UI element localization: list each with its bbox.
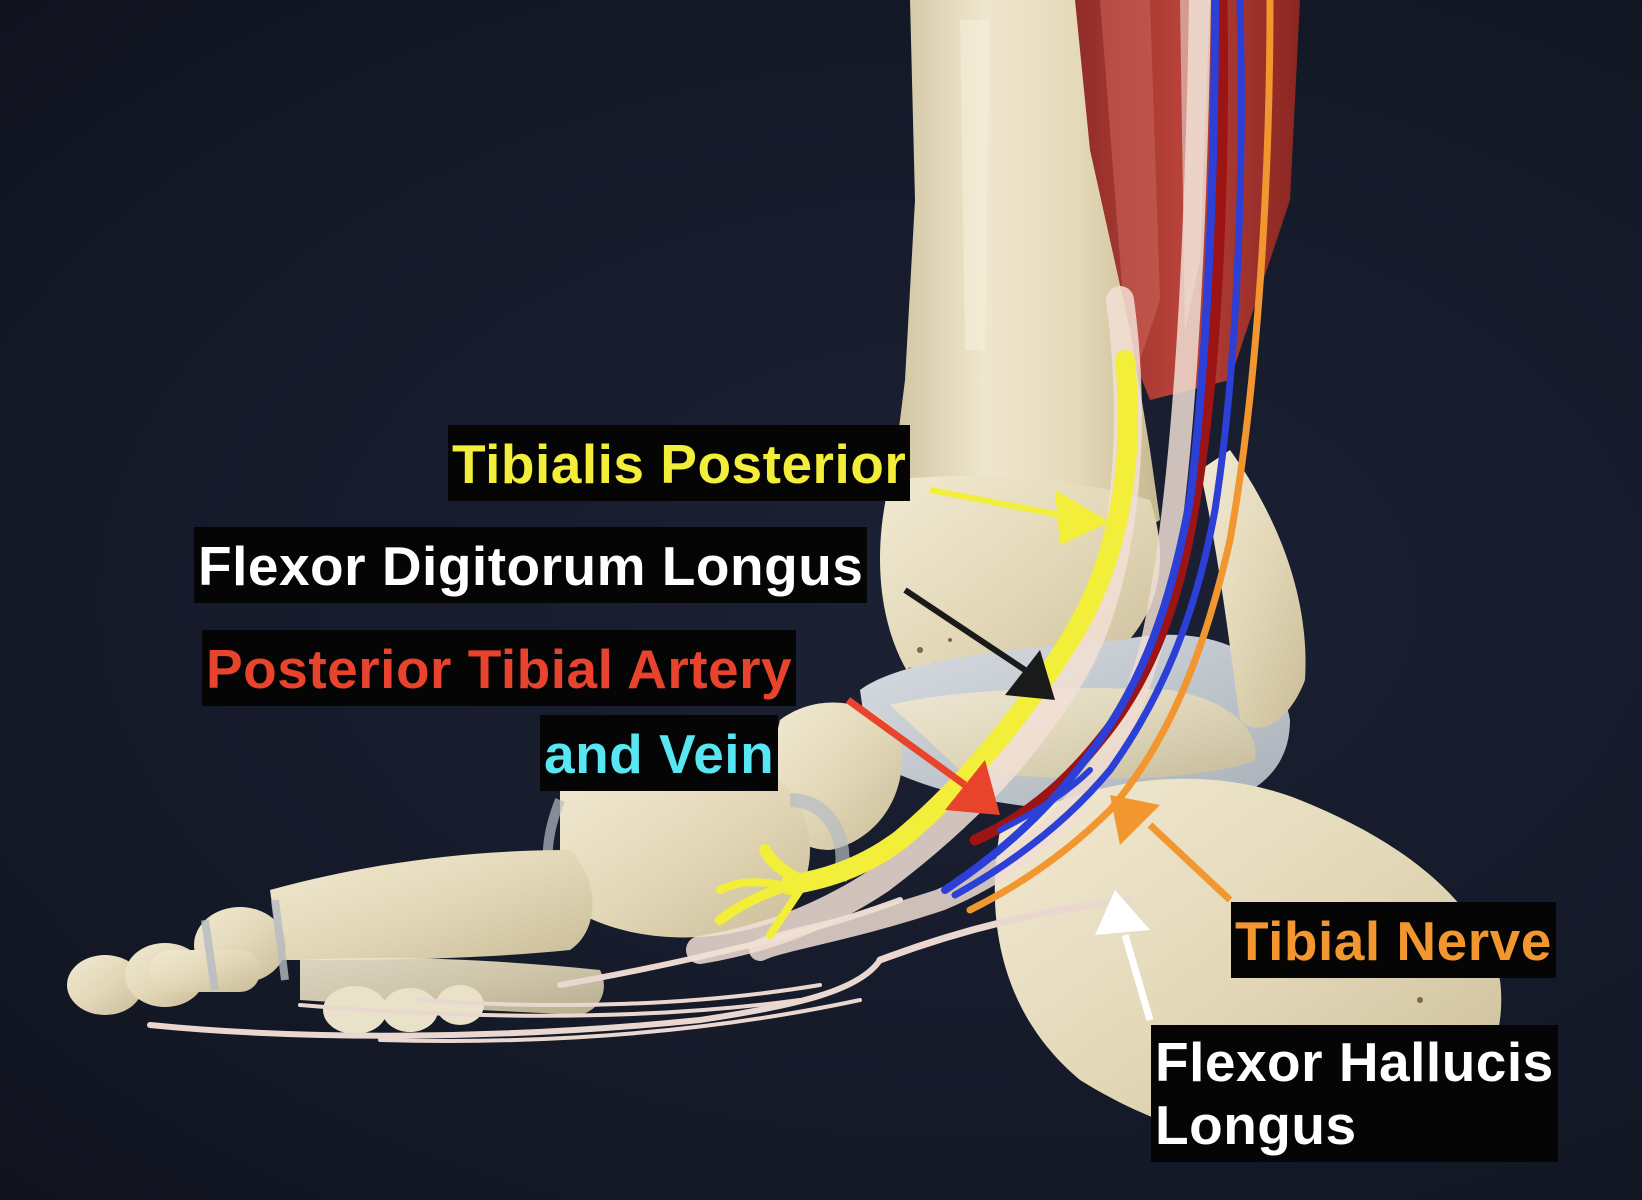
fibula-region [1200, 450, 1306, 728]
posterior-tibial-artery-arrow [845, 697, 1000, 815]
posterior-tibial-artery-label: Posterior Tibial Artery [202, 630, 797, 706]
tibialis-posterior-label: Tibialis Posterior [448, 425, 911, 501]
midfoot-bones [542, 702, 902, 938]
flexor-hallucis-longus-label-line2: Longus [1155, 1094, 1357, 1157]
tibialis-posterior-tendon [715, 350, 1138, 939]
tibialis-posterior-arrow [929, 487, 1110, 545]
and-vein-label: and Vein [540, 715, 779, 791]
posterior-tibial-artery-vessel [969, 0, 1229, 846]
tibia [890, 0, 1160, 560]
posterior-tibial-vein-vessel [941, 0, 1245, 899]
tibial-nerve-label: Tibial Nerve [1231, 902, 1556, 978]
flexor-digitorum-longus-label: Flexor Digitorum Longus [194, 527, 868, 603]
tibial-nerve-arrow [1110, 795, 1233, 903]
flexor-hallucis-longus-arrow [1095, 890, 1154, 1021]
flexor-hallucis-longus-label: Flexor Hallucis Longus [1151, 1025, 1558, 1162]
phalanges [67, 899, 484, 1034]
flexor-hallucis-longus-label-line1: Flexor Hallucis [1155, 1031, 1554, 1093]
tibial-nerve-fiber [966, 0, 1274, 914]
metatarsals [270, 850, 604, 1015]
flexor-digitorum-longus-arrow [903, 587, 1055, 700]
flexor-hallucis-longus-tendon [749, 0, 1211, 961]
